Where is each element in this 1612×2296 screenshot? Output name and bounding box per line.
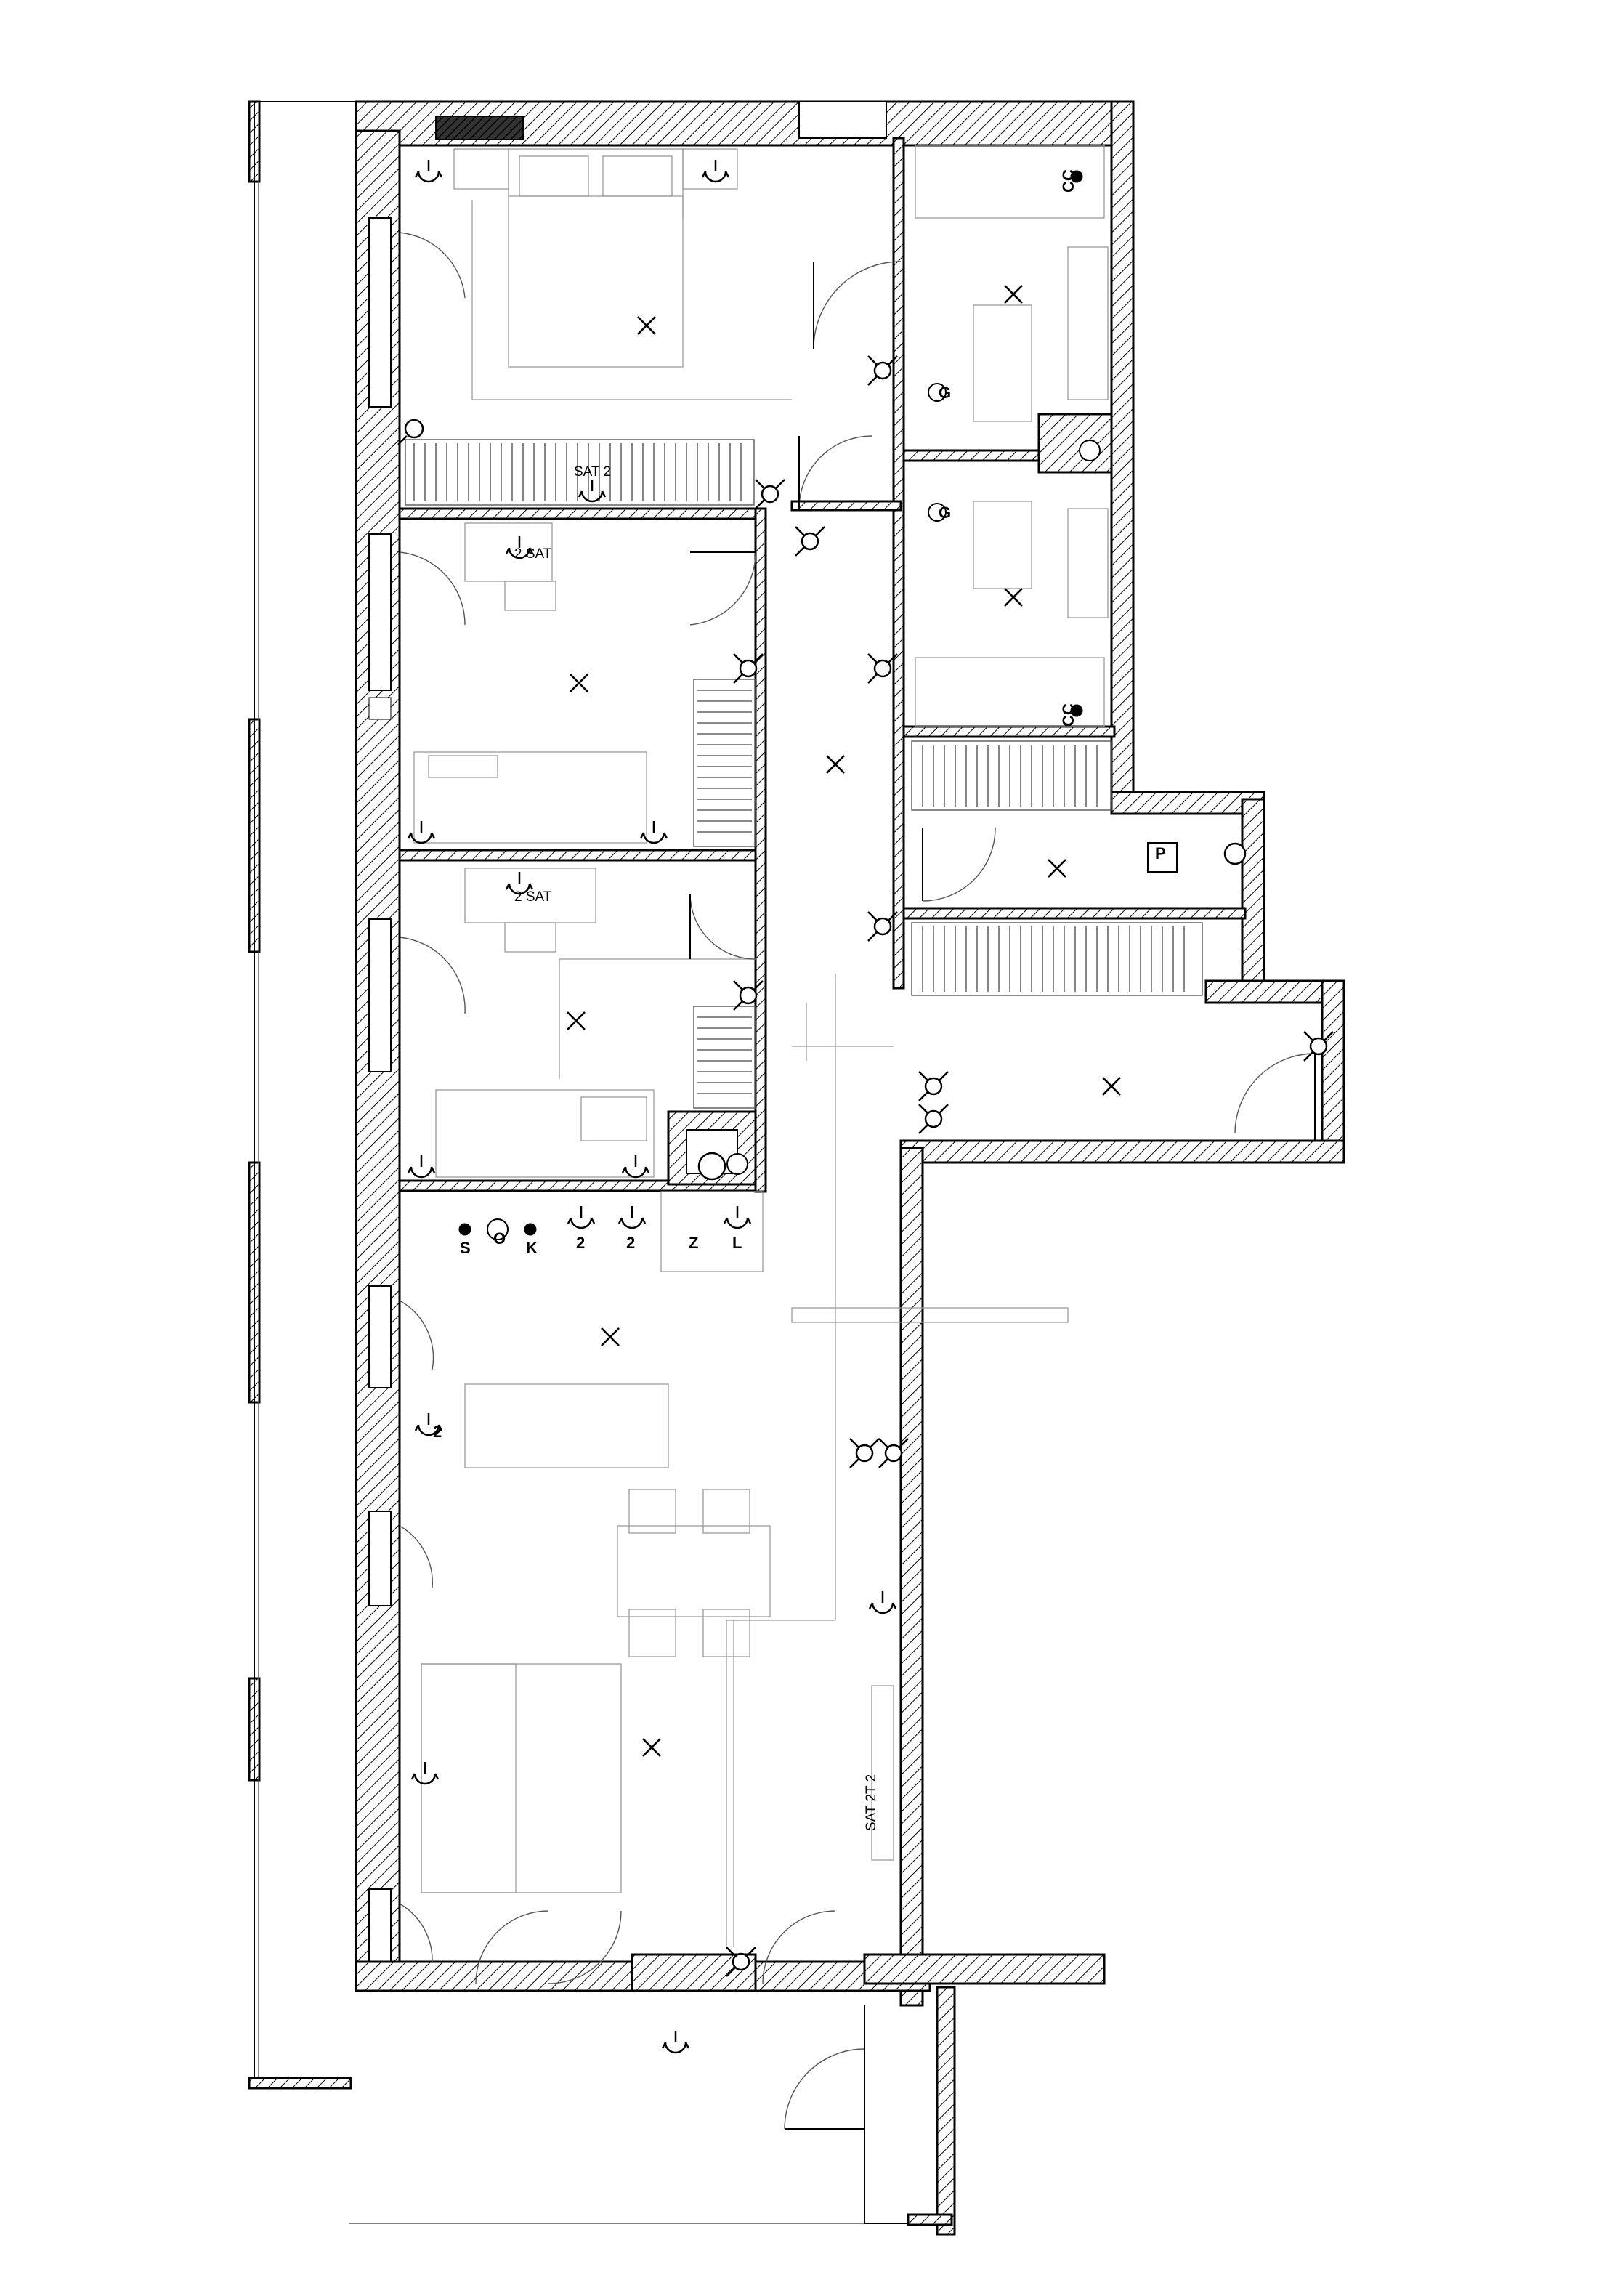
socket-icon bbox=[661, 2029, 690, 2054]
boiler bbox=[697, 440, 1247, 1181]
p-label-hall: P bbox=[1155, 844, 1166, 862]
furniture bbox=[413, 145, 1109, 1947]
socket-icon bbox=[639, 820, 668, 844]
kitchen-label-o: O bbox=[493, 1229, 506, 1248]
sockets bbox=[407, 158, 897, 2054]
socket-icon bbox=[407, 820, 436, 844]
socket-icon bbox=[621, 1154, 650, 1179]
socket-icon bbox=[567, 1205, 596, 1229]
kitchen-outlets bbox=[458, 170, 1083, 1240]
sat-label-bedroom1: SAT 2 bbox=[574, 464, 611, 480]
socket-icon bbox=[723, 1205, 752, 1229]
kitchen-label-z: Z bbox=[689, 1234, 698, 1252]
switch-icon bbox=[794, 525, 826, 557]
switch-icon bbox=[918, 1103, 949, 1135]
ceiling-light-icon bbox=[600, 1327, 620, 1347]
socket-icon bbox=[407, 1154, 436, 1179]
entry-vestibule bbox=[349, 1986, 956, 2236]
ceiling-light-icon bbox=[1101, 1076, 1122, 1096]
switch-icon bbox=[918, 1070, 949, 1102]
kitchen-label-l: L bbox=[732, 1234, 742, 1252]
socket-icon bbox=[701, 158, 730, 183]
ceiling-light-icon bbox=[641, 1737, 662, 1758]
ceiling-light-icon bbox=[566, 1011, 586, 1031]
interior-walls bbox=[398, 137, 1247, 1193]
ceiling-light-icon bbox=[636, 315, 657, 336]
door-swings bbox=[399, 232, 1316, 1984]
kitchen-label-s: S bbox=[460, 1239, 471, 1257]
ceiling-light-icon bbox=[1047, 858, 1067, 878]
cc-label-bath1: CC bbox=[1059, 169, 1077, 193]
switches bbox=[397, 355, 1334, 1978]
socket-icon bbox=[868, 1590, 897, 1614]
ceiling-light-icon bbox=[825, 754, 846, 775]
socket-icon bbox=[410, 1761, 440, 1785]
kitchen-label-2b: 2 bbox=[626, 1234, 635, 1252]
g-label-wc1: G bbox=[939, 384, 951, 402]
switch-icon bbox=[754, 478, 786, 510]
wall-light-icon bbox=[397, 419, 424, 446]
sat-label-living: SAT 2T 2 bbox=[864, 1774, 879, 1831]
kitchen-label-k: K bbox=[526, 1239, 538, 1257]
g-label-wc2: G bbox=[939, 504, 951, 522]
boiler-icon bbox=[697, 1152, 726, 1181]
cc-label-bath2: CC bbox=[1059, 703, 1077, 727]
ceiling-light-icon bbox=[569, 673, 589, 693]
switch-icon bbox=[848, 1437, 880, 1469]
exterior-walls bbox=[355, 100, 1345, 2007]
sat-label-bedroom3: 2 SAT bbox=[514, 889, 552, 905]
socket-count-living: 2 bbox=[433, 1423, 442, 1441]
socket-icon bbox=[578, 478, 607, 503]
wardrobes bbox=[405, 439, 1203, 1109]
socket-icon bbox=[414, 158, 443, 183]
balcony-rail bbox=[248, 100, 356, 2090]
kitchen-label-2a: 2 bbox=[576, 1234, 585, 1252]
labels: SAT 2 2 SAT 2 SAT SAT 2T 2 CC CC G G S O… bbox=[433, 169, 1166, 1831]
sat-label-bedroom2: 2 SAT bbox=[514, 546, 552, 562]
ceiling-light-icon bbox=[1003, 284, 1024, 304]
ceiling-light-icon bbox=[1003, 587, 1024, 607]
socket-icon bbox=[617, 1205, 647, 1229]
